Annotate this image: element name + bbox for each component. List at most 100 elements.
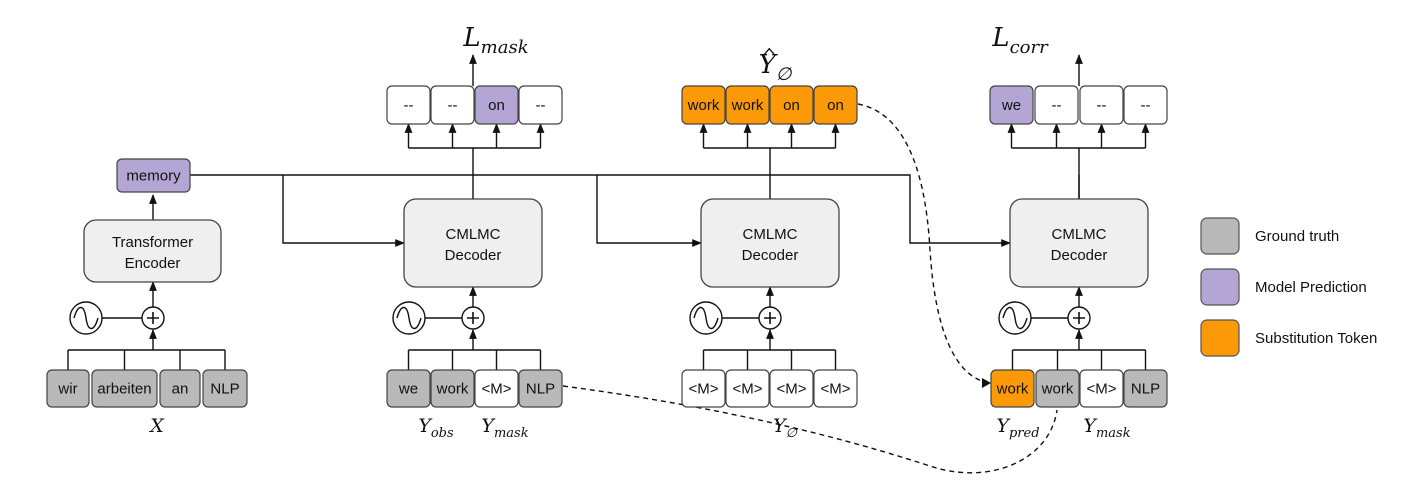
- decoder-3-positional-encoding: [998, 301, 1032, 335]
- encoder-input-token-3-text: NLP: [210, 381, 239, 398]
- decoder-2-output-token-2-text: on: [783, 97, 800, 114]
- transformer-encoder-block-label-line2: Encoder: [125, 255, 181, 272]
- decoder-1-input-token-1-box: [430, 369, 475, 408]
- decoder-3-input-label-0: Ypred: [996, 415, 1039, 441]
- decoder-1-input-label-0-sub: obs: [431, 426, 454, 441]
- decoder-3-output-token-0: we: [989, 85, 1034, 125]
- decoder-3-input-token-2-text: <M>: [1086, 381, 1116, 398]
- decoder-2-positional-encoding-wave: [693, 306, 719, 330]
- decoder-1-output-token-0-text: --: [404, 97, 414, 114]
- decoder-3-output-token-0-box: [989, 85, 1034, 125]
- decoder-2-block-box: [700, 198, 840, 288]
- decoder-2-output-token-0-text: work: [687, 97, 720, 114]
- decoder-3-input-token-3-box: [1123, 369, 1168, 408]
- decoder-2-sum-node-cross: [764, 312, 776, 324]
- decoder-1-input-label-1-sub: mask: [494, 426, 529, 441]
- decoder-2-input-token-0-text: <M>: [688, 381, 718, 398]
- encoder-input-label-base: X: [148, 415, 165, 437]
- transformer-encoder-block-label-line1: Transformer: [112, 234, 193, 251]
- encoder-input-token-0-text: wir: [57, 381, 77, 398]
- decoder-2-output-label-base: Y: [759, 50, 779, 80]
- decoder-1-input-token-0: we: [386, 369, 431, 408]
- decoder-1-input-token-3: NLP: [518, 369, 563, 408]
- memory-to-decoder-2: [596, 175, 702, 247]
- decoder-3-input-label-0-text: Ypred: [996, 415, 1039, 441]
- decoder-1-output-token-1-text: --: [448, 97, 458, 114]
- decoder-1-input-token-3-text: NLP: [526, 381, 555, 398]
- legend-label-model_prediction: Model Prediction: [1255, 279, 1367, 296]
- decoder-1-output-label-base: L: [462, 23, 480, 53]
- connector-lines: [67, 54, 1150, 474]
- decoder-3-input-token-1-text: work: [1041, 381, 1074, 398]
- decoder-1-output-token-0: --: [386, 85, 431, 125]
- decoder-3-output-token-0-text: we: [1001, 97, 1021, 114]
- decoder-2-output-token-1: work: [725, 85, 770, 125]
- decoder-1-positional-encoding: [392, 301, 426, 335]
- decoder-1-input-label-0: Yobs: [418, 415, 454, 441]
- encoder-input-token-0-box: [46, 369, 90, 408]
- decoder-1-input-label-1-text: Ymask: [481, 415, 528, 441]
- encoder-positional-encoding-wave: [73, 306, 99, 330]
- encoder-input-token-1-text: arbeiten: [97, 381, 151, 398]
- decoder-2-sum-node: [758, 306, 782, 330]
- decoder-2-input-token-3-box: [813, 369, 858, 408]
- decoder-1-output-token-1-box: [430, 85, 475, 125]
- decoder-3-input-token-2: <M>: [1079, 369, 1124, 408]
- decoder-2-positional-encoding: [689, 301, 723, 335]
- decoder-3-output-token-2-box: [1079, 85, 1124, 125]
- decoder-1-input-label-0-text: Yobs: [418, 415, 454, 441]
- decoder-2-output-token-3-text: on: [827, 97, 844, 114]
- encoder-input-token-2: an: [159, 369, 201, 408]
- decoder-1-input-token-3-box: [518, 369, 563, 408]
- decoder-2-output-label: Y∅: [759, 47, 793, 85]
- legend-swatch-model_prediction: [1200, 268, 1240, 306]
- decoder-1-input-token-2-box: [474, 369, 519, 408]
- decoder-3-output-label-text: Lcorr: [991, 23, 1049, 58]
- legend-item-model_prediction: Model Prediction: [1200, 268, 1367, 306]
- decoder-3-input-token-1: work: [1035, 369, 1080, 408]
- decoder-3-output-label: Lcorr: [991, 23, 1049, 58]
- decoder-3-sum-node-cross: [1073, 312, 1085, 324]
- decoder-1-output-label-sub: mask: [481, 37, 529, 58]
- memory-to-decoder-1: [282, 175, 405, 247]
- legend-item-ground_truth: Ground truth: [1200, 217, 1339, 255]
- encoder-input-label: X: [148, 415, 165, 437]
- decoder-1-input-token-2-text: <M>: [481, 381, 511, 398]
- decoder-3-input-label-1-text: Ymask: [1083, 415, 1130, 441]
- decoder-3-block-label-line1: CMLMC: [1052, 226, 1107, 243]
- decoder-3-input-token-2-box: [1079, 369, 1124, 408]
- decoder-1-output-token-1: --: [430, 85, 475, 125]
- legend-label-substitution: Substitution Token: [1255, 330, 1377, 347]
- memory-node-box: [116, 158, 191, 193]
- decoder-3-input-label-1-sub: mask: [1096, 426, 1131, 441]
- decoder-2-output-token-2: on: [769, 85, 814, 125]
- decoder-2-output-label-sub: ∅: [776, 64, 793, 85]
- decoder-3-output-token-1: --: [1034, 85, 1079, 125]
- decoder-1-block-label-line1: CMLMC: [446, 226, 501, 243]
- decoder-3-input-label-1-base: Y: [1083, 415, 1098, 437]
- decoder-1-output-token-3-box: [518, 85, 563, 125]
- decoder-3-output-token-1-text: --: [1052, 97, 1062, 114]
- decoder-1-input-label-1: Ymask: [481, 415, 528, 441]
- legend-swatch-substitution: [1200, 319, 1240, 357]
- encoder-input-token-3-box: [202, 369, 248, 408]
- decoder-3-block-label-line2: Decoder: [1051, 247, 1108, 264]
- decoder-1-output-token-0-box: [386, 85, 431, 125]
- decoder-1-input-label-1-base: Y: [481, 415, 496, 437]
- decoder-2-input-label-0-text: Y∅: [773, 415, 798, 441]
- decoder-3-output-token-3-box: [1123, 85, 1168, 125]
- decoder-1-input-token-2: <M>: [474, 369, 519, 408]
- decoder-2-output-token-3-box: [813, 85, 858, 125]
- decoder-3-output-token-2: --: [1079, 85, 1124, 125]
- decoder-3-output-token-3: --: [1123, 85, 1168, 125]
- decoder-1-input-token-0-box: [386, 369, 431, 408]
- decoder-2-output-label-hat: [762, 47, 776, 57]
- decoder-2-input-label-0-sub: ∅: [786, 426, 798, 441]
- decoder-1-sum-node: [461, 306, 485, 330]
- decoder-2-output-label-text: Y∅: [759, 50, 793, 85]
- decoder-3-block-box: [1009, 198, 1149, 288]
- decoder-3-input-label-1: Ymask: [1083, 415, 1130, 441]
